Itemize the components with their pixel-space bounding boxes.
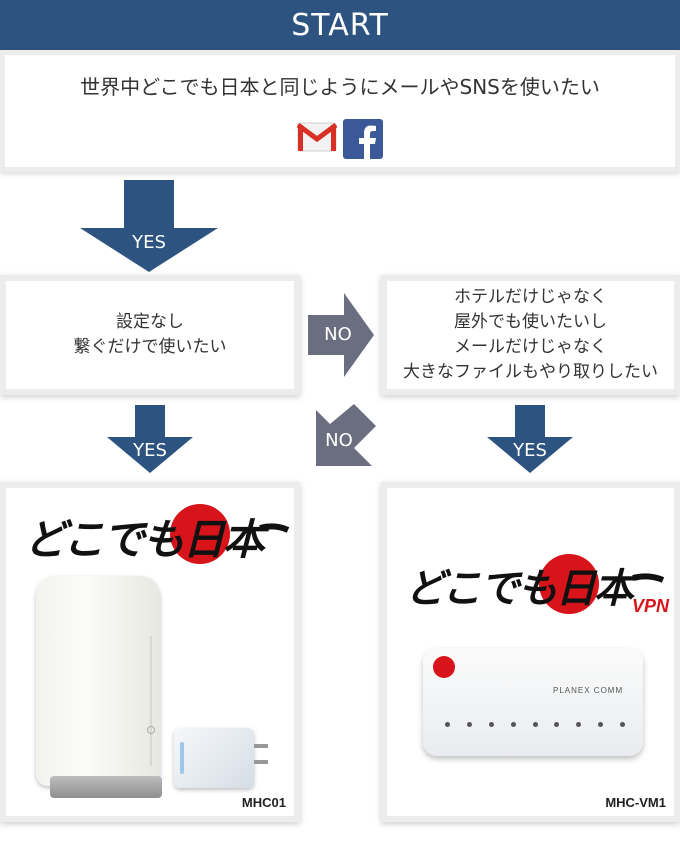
product-right-logo: どこでも日本 VPN [401, 544, 671, 624]
device-sticker [433, 656, 455, 678]
power-adapter [174, 728, 268, 788]
led-row [445, 722, 625, 728]
question-box: 世界中どこでも日本と同じようにメールやSNSを使いたい [0, 50, 680, 172]
condition-left-line-1: 設定なし [116, 312, 184, 332]
product-left: どこでも日本 MHC01 [0, 482, 300, 822]
no-arrow-right: NO [308, 293, 374, 377]
yes-arrow-2: YES [107, 405, 193, 473]
no-label-2: NO [325, 430, 353, 451]
condition-right-line-2: 屋外でも使いたいし [454, 312, 607, 332]
start-label: START [291, 7, 389, 43]
yes-arrow-3: YES [487, 405, 573, 473]
start-header: START [0, 0, 680, 50]
model-label-right: MHC-VM1 [605, 795, 666, 810]
model-label-left: MHC01 [241, 795, 286, 810]
condition-right: ホテルだけじゃなく 屋外でも使いたいし メールだけじゃなく 大きなファイルもやり… [381, 275, 680, 395]
logo-text-right: どこでも日本 [405, 565, 634, 612]
yes-label-3: YES [513, 440, 547, 461]
condition-left-line-2: 繋ぐだけで使いたい [73, 337, 227, 357]
product-right: どこでも日本 VPN PLANEX COMM MHC-VM1 [381, 482, 680, 822]
sns-icons [5, 119, 675, 159]
facebook-icon [343, 119, 383, 159]
condition-right-line-1: ホテルだけじゃなく [454, 287, 607, 307]
yes-label-2: YES [133, 440, 167, 461]
product-left-logo: どこでも日本 [20, 496, 290, 566]
vpn-label: VPN [631, 596, 669, 616]
logo-text-left: どこでも日本 [24, 515, 265, 564]
router-stand [50, 776, 162, 798]
yes-label-1: YES [132, 232, 166, 253]
condition-right-line-4: 大きなファイルもやり取りしたい [403, 362, 658, 382]
router-device-left [36, 576, 160, 786]
gmail-icon [297, 122, 337, 152]
condition-left: 設定なし 繋ぐだけで使いたい [0, 275, 300, 395]
condition-right-line-3: メールだけじゃなく [454, 337, 607, 357]
question-text: 世界中どこでも日本と同じようにメールやSNSを使いたい [80, 75, 600, 99]
brand-label: PLANEX COMM [553, 686, 624, 695]
yes-arrow-1: YES [80, 180, 218, 272]
vpn-router-device: PLANEX COMM [423, 648, 643, 756]
no-arrow-diagonal: NO [310, 404, 376, 470]
no-label-1: NO [324, 324, 352, 345]
